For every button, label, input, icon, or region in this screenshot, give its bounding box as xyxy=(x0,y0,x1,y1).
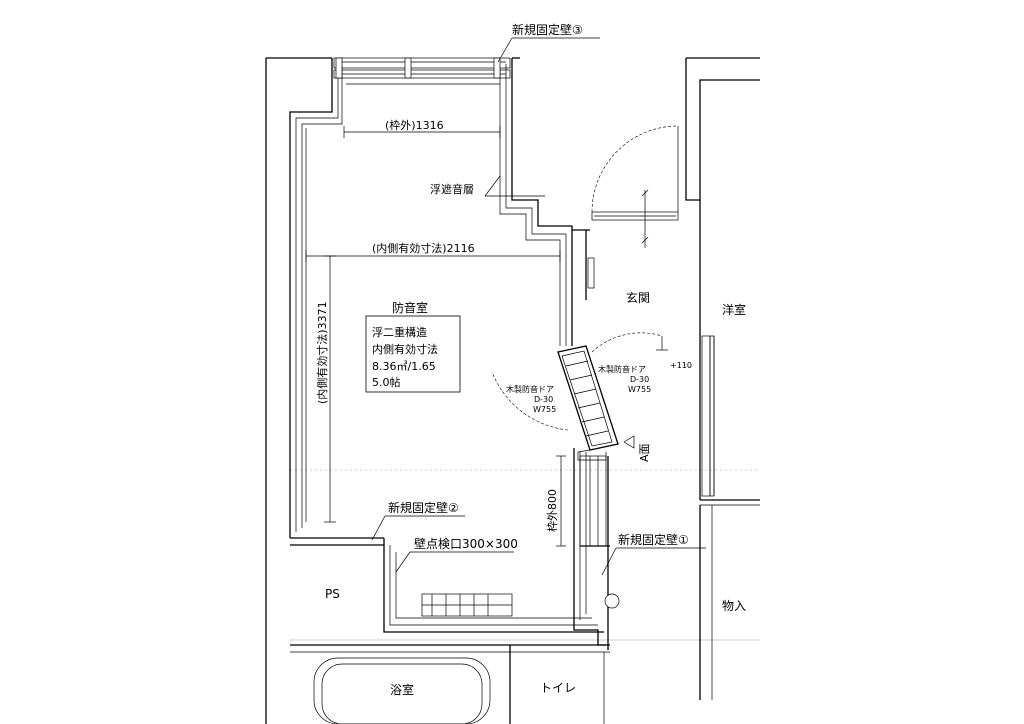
right-walls xyxy=(585,57,760,700)
door-right-code: D-30 xyxy=(630,375,649,384)
door-right-width: W755 xyxy=(628,385,651,394)
inner-effective-width-label: (内側有効寸法)2116 xyxy=(372,241,475,255)
spec-line-3: 8.36㎥/1.65 xyxy=(372,360,436,373)
entrance-door xyxy=(591,125,679,248)
soundproof-door-assembly xyxy=(491,332,668,461)
inspection-port-label: 壁点検口300×300 xyxy=(414,536,518,551)
spec-line-1: 浮二重構造 xyxy=(372,325,427,339)
building-walls xyxy=(265,57,520,724)
fixture-circle xyxy=(604,593,620,609)
bathroom-area xyxy=(290,644,610,724)
frame-outer-800-label: 枠外800 xyxy=(545,489,559,532)
bathroom-label: 浴室 xyxy=(390,682,414,697)
door-left-width: W755 xyxy=(533,405,556,414)
door-left-name: 木製防音ドア xyxy=(506,384,554,394)
room-name-label: 防音室 xyxy=(392,300,428,315)
new-wall-2-label: 新規固定壁② xyxy=(388,500,459,515)
dimension-lines xyxy=(305,126,566,547)
inner-effective-height-label: (内側有効寸法)3371 xyxy=(315,301,329,404)
wall-inspection-unit xyxy=(421,593,513,617)
frame-outer-width-label: (枠外)1316 xyxy=(385,118,444,132)
new-wall-1-label: 新規固定壁① xyxy=(618,532,689,547)
reference-lines xyxy=(290,469,760,641)
top-window xyxy=(333,57,511,85)
new-wall-3-label: 新規固定壁③ xyxy=(512,22,583,37)
door-left-code: D-30 xyxy=(534,395,553,404)
door-right-name: 木製防音ドア xyxy=(598,364,646,374)
section-a-label: A面 xyxy=(638,443,651,462)
fixed-panel xyxy=(579,455,610,547)
ps-label: PS xyxy=(325,587,340,601)
offset-110-label: +110 xyxy=(670,361,692,370)
spec-box xyxy=(365,315,461,393)
leader-lines xyxy=(371,37,706,576)
storage-label: 物入 xyxy=(722,599,746,613)
western-room-sliding-door xyxy=(701,335,715,497)
toilet-label: トイレ xyxy=(540,681,576,695)
spec-line-2: 内側有効寸法 xyxy=(372,342,438,356)
western-room-label: 洋室 xyxy=(722,302,746,317)
floating-sound-layer-label: 浮遮音層 xyxy=(430,182,474,196)
section-a-marker xyxy=(623,435,635,449)
entrance-label: 玄関 xyxy=(626,290,650,305)
spec-line-4: 5.0帖 xyxy=(372,376,401,389)
